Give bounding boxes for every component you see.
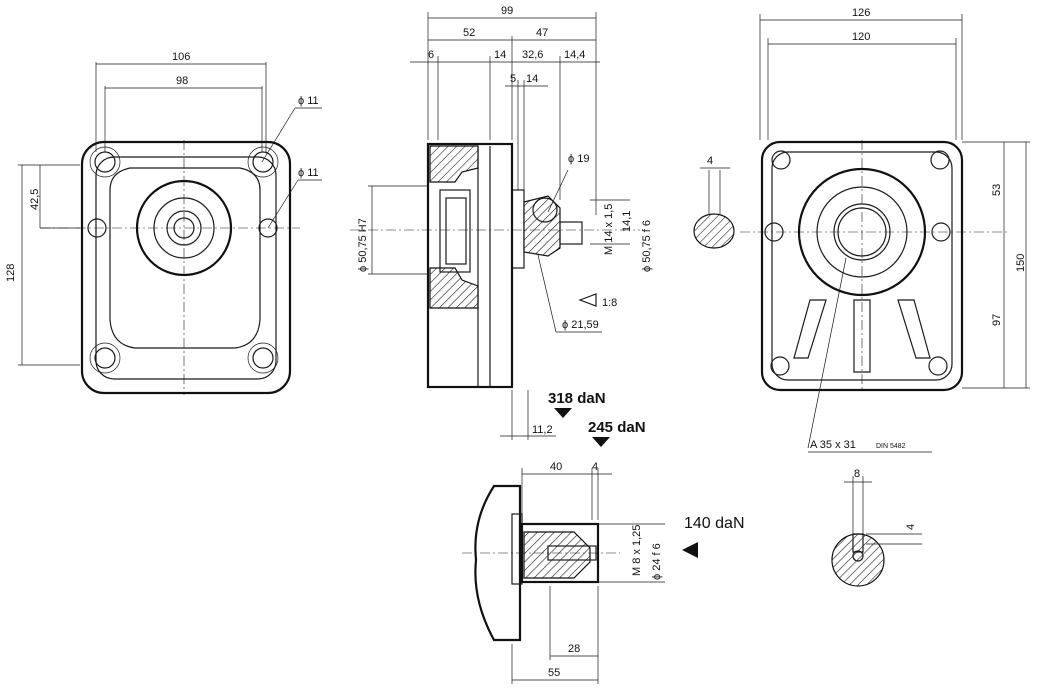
dim-front-128: 128 [5, 264, 17, 282]
section-view: 99 52 47 6 14 32,6 14,4 5 14 ϕ 19 M 14 x… [350, 5, 653, 447]
front-bolt-boss-tr [247, 146, 279, 178]
dim-front-hole-side: ϕ 11 [298, 167, 319, 179]
dim-rear-150: 150 [1015, 254, 1027, 272]
rear-bolt-tr [930, 150, 950, 170]
dim-front-hole-top: ϕ 11 [298, 95, 319, 107]
front-bolt-hole-tl [94, 151, 116, 173]
shaft-section: 8 4 [831, 468, 922, 587]
load-shaft-label: 140 daN [684, 515, 745, 532]
front-housing-inner [95, 156, 277, 380]
dim-shaft-28: 28 [568, 643, 580, 655]
dim-rear-120: 120 [852, 31, 870, 43]
load-axial-label: 245 daN [588, 419, 646, 436]
shaft-section-disc [831, 533, 885, 587]
front-bolt-hole-tr [252, 151, 274, 173]
dim-section-14-4: 14,4 [564, 49, 585, 61]
section-shoulder [511, 189, 525, 269]
rear-bolt-br [928, 356, 948, 376]
dim-front-42-5: 42,5 [29, 189, 41, 210]
dim-rear-53: 53 [991, 184, 1003, 196]
dim-section-5: 5 [510, 73, 516, 85]
section-thread [559, 221, 583, 245]
load-radial-label: 318 daN [548, 390, 606, 407]
section-hatch-bottom [429, 267, 479, 309]
dim-section-14-1: 14,1 [621, 211, 633, 232]
section-phi19-circle [532, 197, 558, 223]
dim-rear-spline: A 35 x 31 [810, 439, 856, 451]
rear-view: 126 120 150 53 97 A 35 x 31 DIN 5482 [740, 7, 1030, 453]
rear-rib-left [793, 299, 827, 359]
dim-section-phi21: ϕ 21,59 [562, 319, 599, 331]
shaft-flange-outline [474, 484, 522, 642]
front-bolt-hole-br [252, 347, 274, 369]
section-bore [439, 189, 471, 273]
dim-shaft-section-8: 8 [854, 468, 860, 480]
rear-bolt-tl [771, 150, 791, 170]
section-hatch-top [429, 145, 479, 183]
dim-section-taper: 1:8 [602, 297, 617, 309]
dim-section-m14: M 14 x 1,5 [603, 204, 615, 255]
dim-section-47: 47 [536, 27, 548, 39]
dim-section-14b: 14 [526, 73, 538, 85]
front-view: 106 98 ϕ 11 ϕ 11 128 42,5 [5, 51, 322, 395]
dim-section-52: 52 [463, 27, 475, 39]
dim-shaft-m8: M 8 x 1,25 [631, 525, 643, 576]
dim-shaft-phi24: ϕ 24 f 6 [651, 543, 663, 580]
front-bolt-hole-bl [94, 347, 116, 369]
dim-shaft-55: 55 [548, 667, 560, 679]
dim-section-phi19: ϕ 19 [568, 153, 589, 165]
shaft-hatch [523, 531, 591, 579]
front-gasket-outline [109, 167, 261, 349]
rear-rib-center [853, 299, 871, 373]
dim-section-pilot: ϕ 50,75 H7 [357, 218, 369, 272]
dim-section-14: 14 [494, 49, 506, 61]
load-shaft-arrow [682, 542, 698, 558]
dim-section-32-6: 32,6 [522, 49, 543, 61]
dim-shaft-40: 40 [550, 461, 562, 473]
load-radial-arrow [554, 408, 572, 418]
dim-section-99: 99 [501, 5, 513, 17]
dim-front-98: 98 [176, 75, 188, 87]
dim-section-6: 6 [428, 49, 434, 61]
rear-bolt-bl [770, 356, 790, 376]
shaft-section-bore [852, 550, 864, 562]
dim-shaft-section-4: 4 [905, 524, 917, 530]
rear-rib-right [897, 299, 931, 359]
shaft-section-keyway [852, 533, 864, 553]
key-section: 4 [693, 155, 735, 249]
dim-rear-din: DIN 5482 [876, 443, 906, 450]
dim-front-106: 106 [172, 51, 190, 63]
rear-side-hole-right [931, 222, 951, 242]
front-bolt-boss-bl [89, 342, 121, 374]
dim-shaft-4: 4 [592, 461, 598, 473]
front-bolt-boss-br [247, 342, 279, 374]
dim-rear-126: 126 [852, 7, 870, 19]
dim-rear-97: 97 [991, 314, 1003, 326]
section-bearing [445, 197, 467, 265]
dim-section-11-2: 11,2 [532, 424, 553, 436]
shaft-view: 40 4 M 8 x 1,25 ϕ 24 f 6 140 daN 28 55 [462, 461, 745, 684]
dim-key-4: 4 [707, 155, 713, 167]
taper-symbol [578, 293, 597, 307]
front-housing-outline [80, 140, 292, 395]
dim-section-pilot-f6: ϕ 50,75 f 6 [641, 220, 653, 272]
load-axial-arrow [592, 437, 610, 447]
key-section-disc [693, 213, 735, 249]
front-side-hole-left [87, 218, 107, 238]
section-shaft-taper [523, 195, 561, 257]
